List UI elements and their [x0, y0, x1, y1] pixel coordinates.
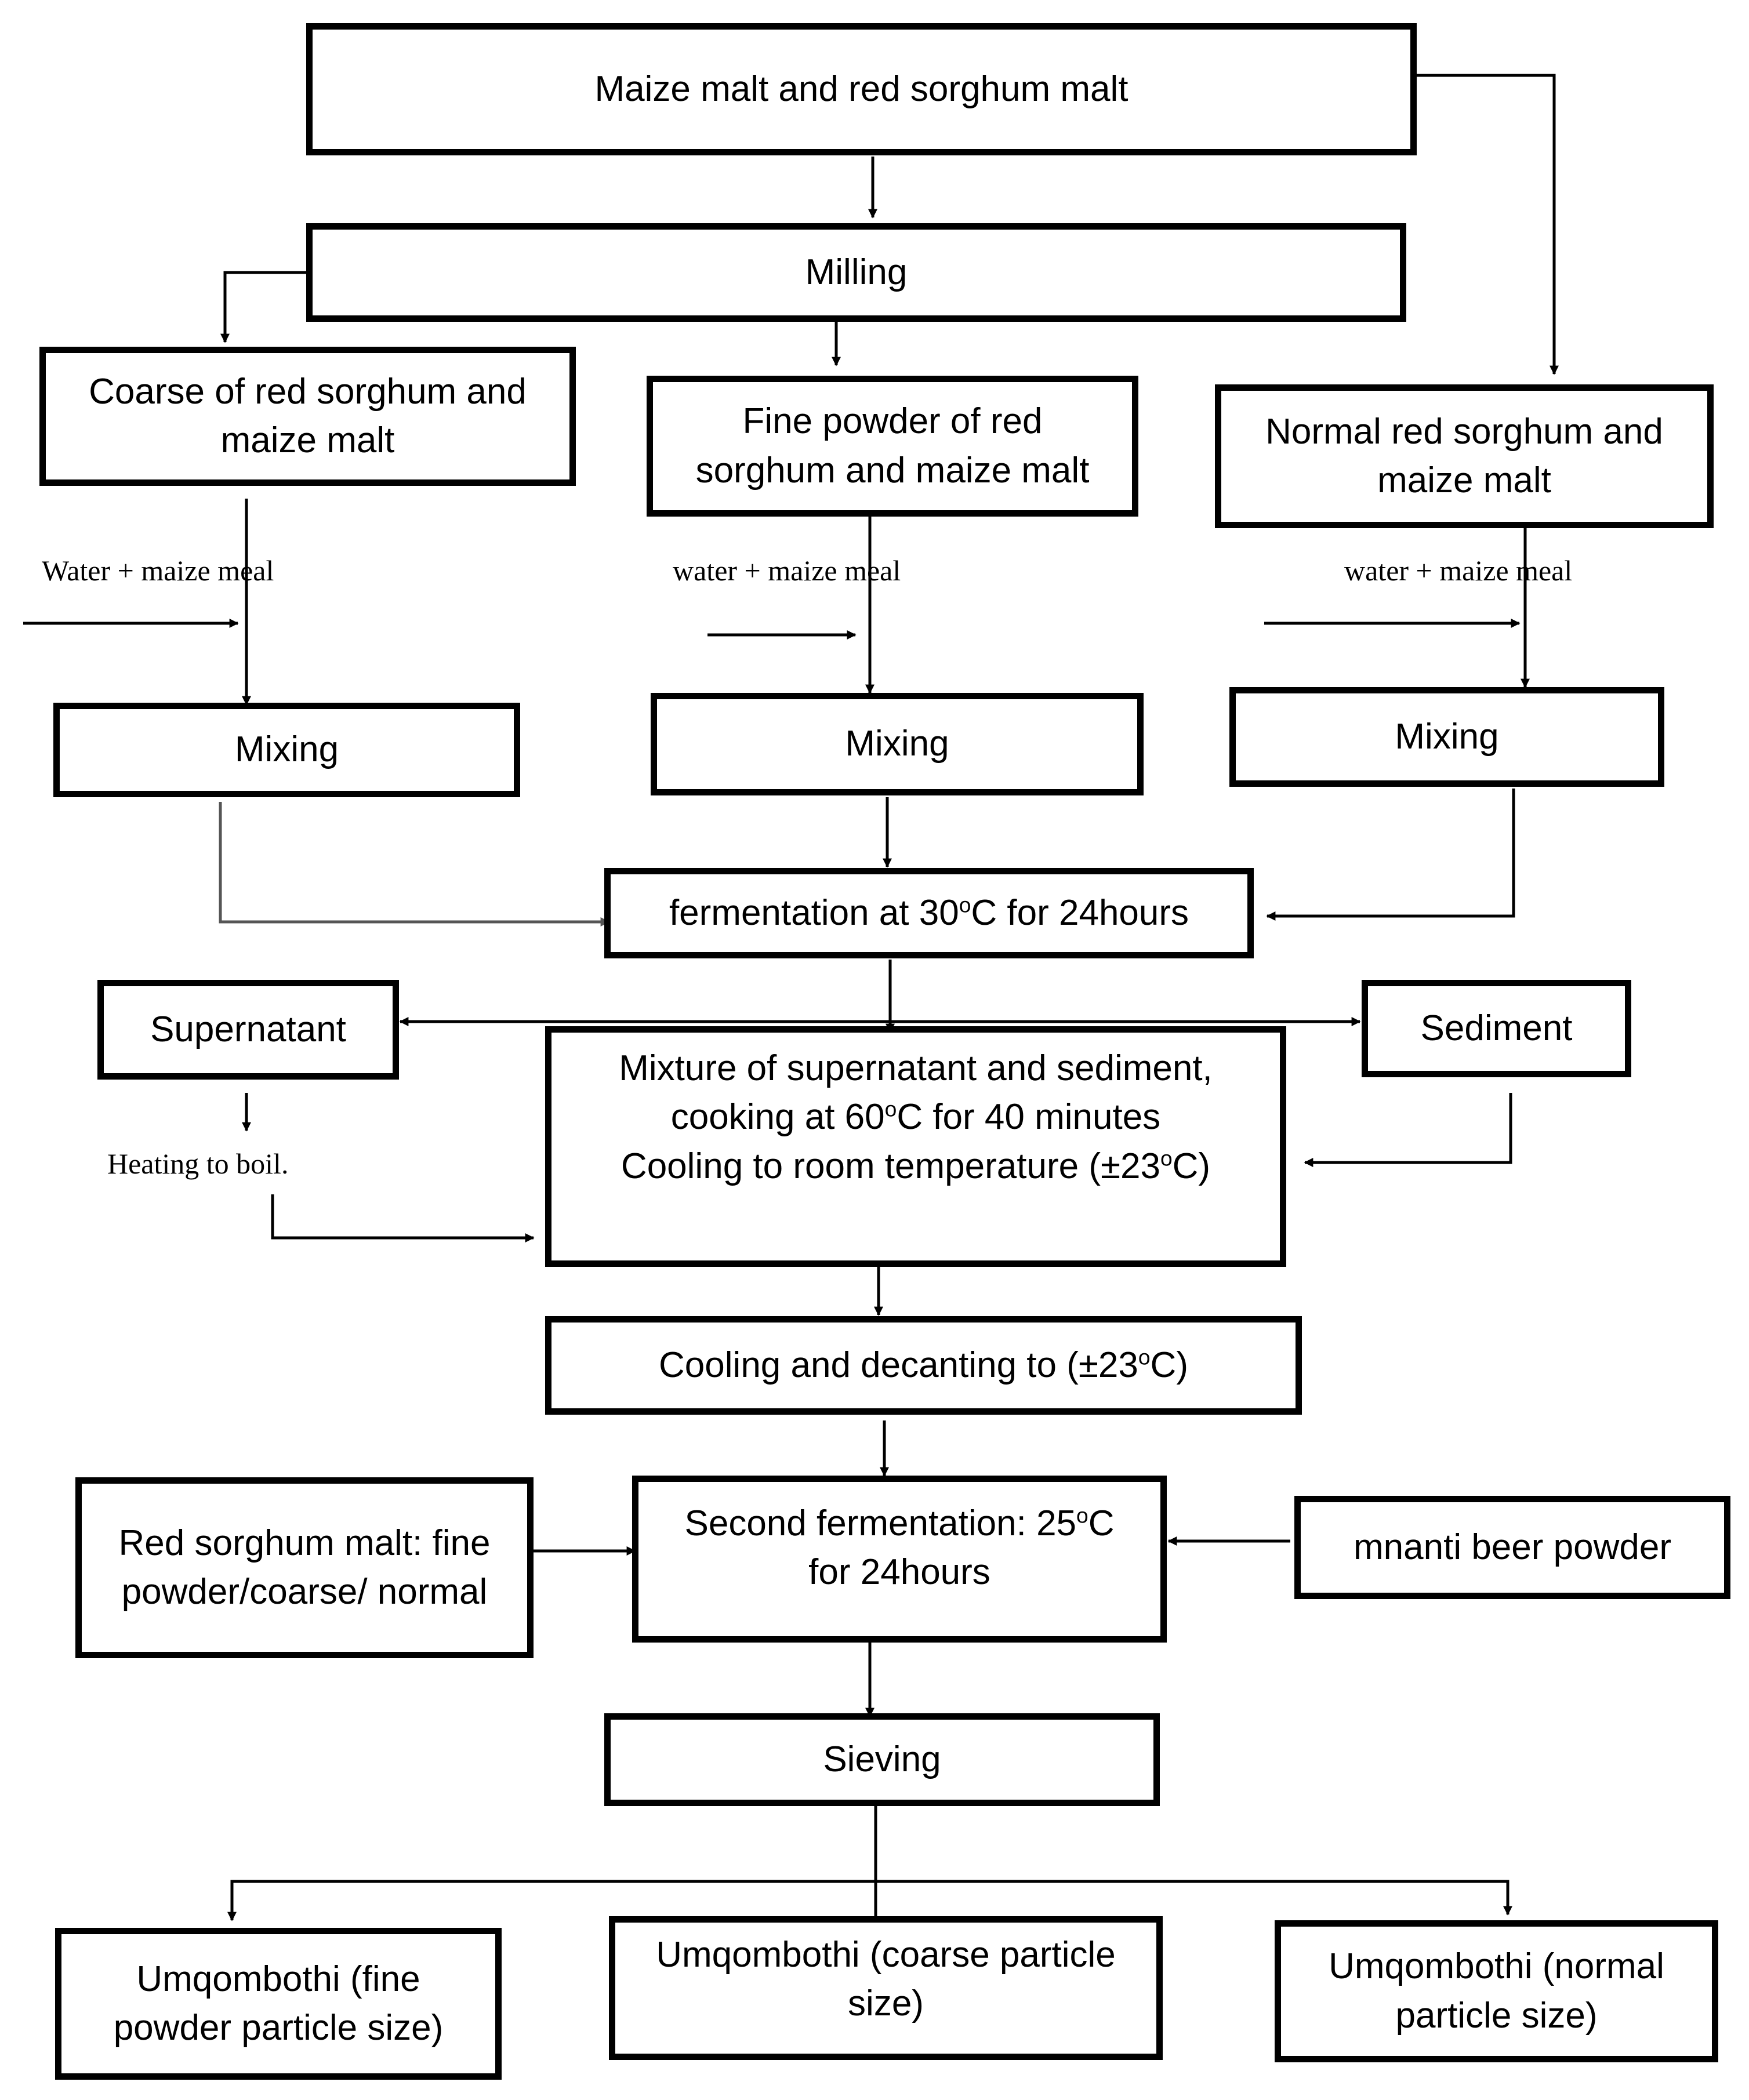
- box-maize-red-sorghum-malt: Maize malt and red sorghum malt: [306, 23, 1417, 155]
- box-label: Mixing: [234, 729, 339, 770]
- box-mixing-mid: Mixing: [651, 693, 1144, 795]
- box-label-line: Umqombothi (fine: [136, 1959, 420, 1999]
- box-label: Milling: [805, 252, 908, 292]
- box-coarse-malt: Coarse of red sorghum and maize malt: [39, 347, 576, 486]
- box-mixing-right: Mixing: [1229, 687, 1664, 787]
- box-label-line: Coarse of red sorghum and: [89, 371, 527, 412]
- arrow-raw-to-normal: [1415, 74, 1559, 375]
- box-sediment: Sediment: [1362, 980, 1631, 1077]
- box-label: fermentation at 30oC for 24hours: [669, 892, 1189, 933]
- box-label: mnanti beer powder: [1354, 1527, 1671, 1567]
- box-mixture-cooking: Mixture of supernatant and sediment, coo…: [545, 1026, 1286, 1267]
- arrow-sieving-to-fine: [227, 1806, 877, 1921]
- box-label: Mixing: [1395, 716, 1499, 757]
- box-label-line: for 24hours: [808, 1552, 990, 1593]
- box-fine-powder-malt: Fine powder of red sorghum and maize mal…: [647, 376, 1138, 517]
- box-milling: Milling: [306, 223, 1406, 322]
- arrow-milling-to-coarse: [220, 271, 307, 343]
- box-label-line: maize malt: [1377, 460, 1551, 500]
- box-mnanti-beer-powder: mnanti beer powder: [1294, 1496, 1730, 1599]
- box-label: Sediment: [1420, 1008, 1573, 1048]
- arrow-heating-to-mixture: [271, 1194, 535, 1243]
- box-fermentation-30c: fermentation at 30oC for 24hours: [604, 868, 1254, 958]
- box-label-line: powder particle size): [113, 2008, 444, 2048]
- box-supernatant: Supernatant: [97, 980, 399, 1080]
- label-water-maize-meal-left: Water + maize meal: [42, 554, 274, 587]
- box-label: Maize malt and red sorghum malt: [594, 68, 1128, 109]
- box-label-line: cooking at 60oC for 40 minutes: [670, 1096, 1161, 1138]
- box-label: Cooling and decanting to (±23oC): [659, 1345, 1188, 1385]
- box-label-line: maize malt: [220, 420, 395, 460]
- box-umqombothi-normal: Umqombothi (normal particle size): [1275, 1920, 1718, 2062]
- arrow-mixleft-to-fermentation: [219, 802, 610, 927]
- arrow-mixright-to-fermentation: [1266, 789, 1515, 921]
- box-mixing-left: Mixing: [53, 703, 520, 797]
- box-label-line: powder/coarse/ normal: [121, 1572, 488, 1612]
- box-red-sorghum-addition: Red sorghum malt: fine powder/coarse/ no…: [75, 1477, 534, 1658]
- box-label: Mixing: [845, 724, 949, 764]
- box-second-fermentation: Second fermentation: 25oC for 24hours: [632, 1476, 1167, 1643]
- label-water-maize-meal-right: water + maize meal: [1344, 554, 1573, 587]
- box-label-line: sorghum and maize malt: [695, 450, 1090, 491]
- box-label-line: Umqombothi (coarse particle: [656, 1935, 1116, 1975]
- box-umqombothi-fine: Umqombothi (fine powder particle size): [55, 1928, 502, 2080]
- box-label-line: size): [848, 1983, 924, 2024]
- box-label: Supernatant: [150, 1009, 346, 1049]
- box-label-line: Cooling to room temperature (±23oC): [621, 1145, 1211, 1186]
- label-water-maize-meal-mid: water + maize meal: [673, 554, 901, 587]
- box-label-line: particle size): [1395, 1995, 1598, 2036]
- box-label-line: Normal red sorghum and: [1265, 411, 1663, 452]
- box-umqombothi-coarse: Umqombothi (coarse particle size): [609, 1916, 1163, 2060]
- box-label-line: Mixture of supernatant and sediment,: [619, 1048, 1213, 1088]
- label-heating-to-boil: Heating to boil.: [107, 1147, 289, 1180]
- box-normal-malt: Normal red sorghum and maize malt: [1215, 384, 1714, 528]
- box-label: Sieving: [823, 1739, 941, 1779]
- arrow-sieving-to-normal: [876, 1880, 1513, 1916]
- box-label-line: Fine powder of red: [742, 401, 1043, 442]
- box-sieving: Sieving: [604, 1713, 1160, 1806]
- box-cooling-decanting: Cooling and decanting to (±23oC): [545, 1316, 1302, 1415]
- arrow-sediment-to-mixture: [1304, 1093, 1512, 1168]
- box-label-line: Umqombothi (normal: [1329, 1946, 1664, 1987]
- box-label-line: Red sorghum malt: fine: [118, 1523, 491, 1563]
- box-label-line: Second fermentation: 25oC: [684, 1503, 1115, 1543]
